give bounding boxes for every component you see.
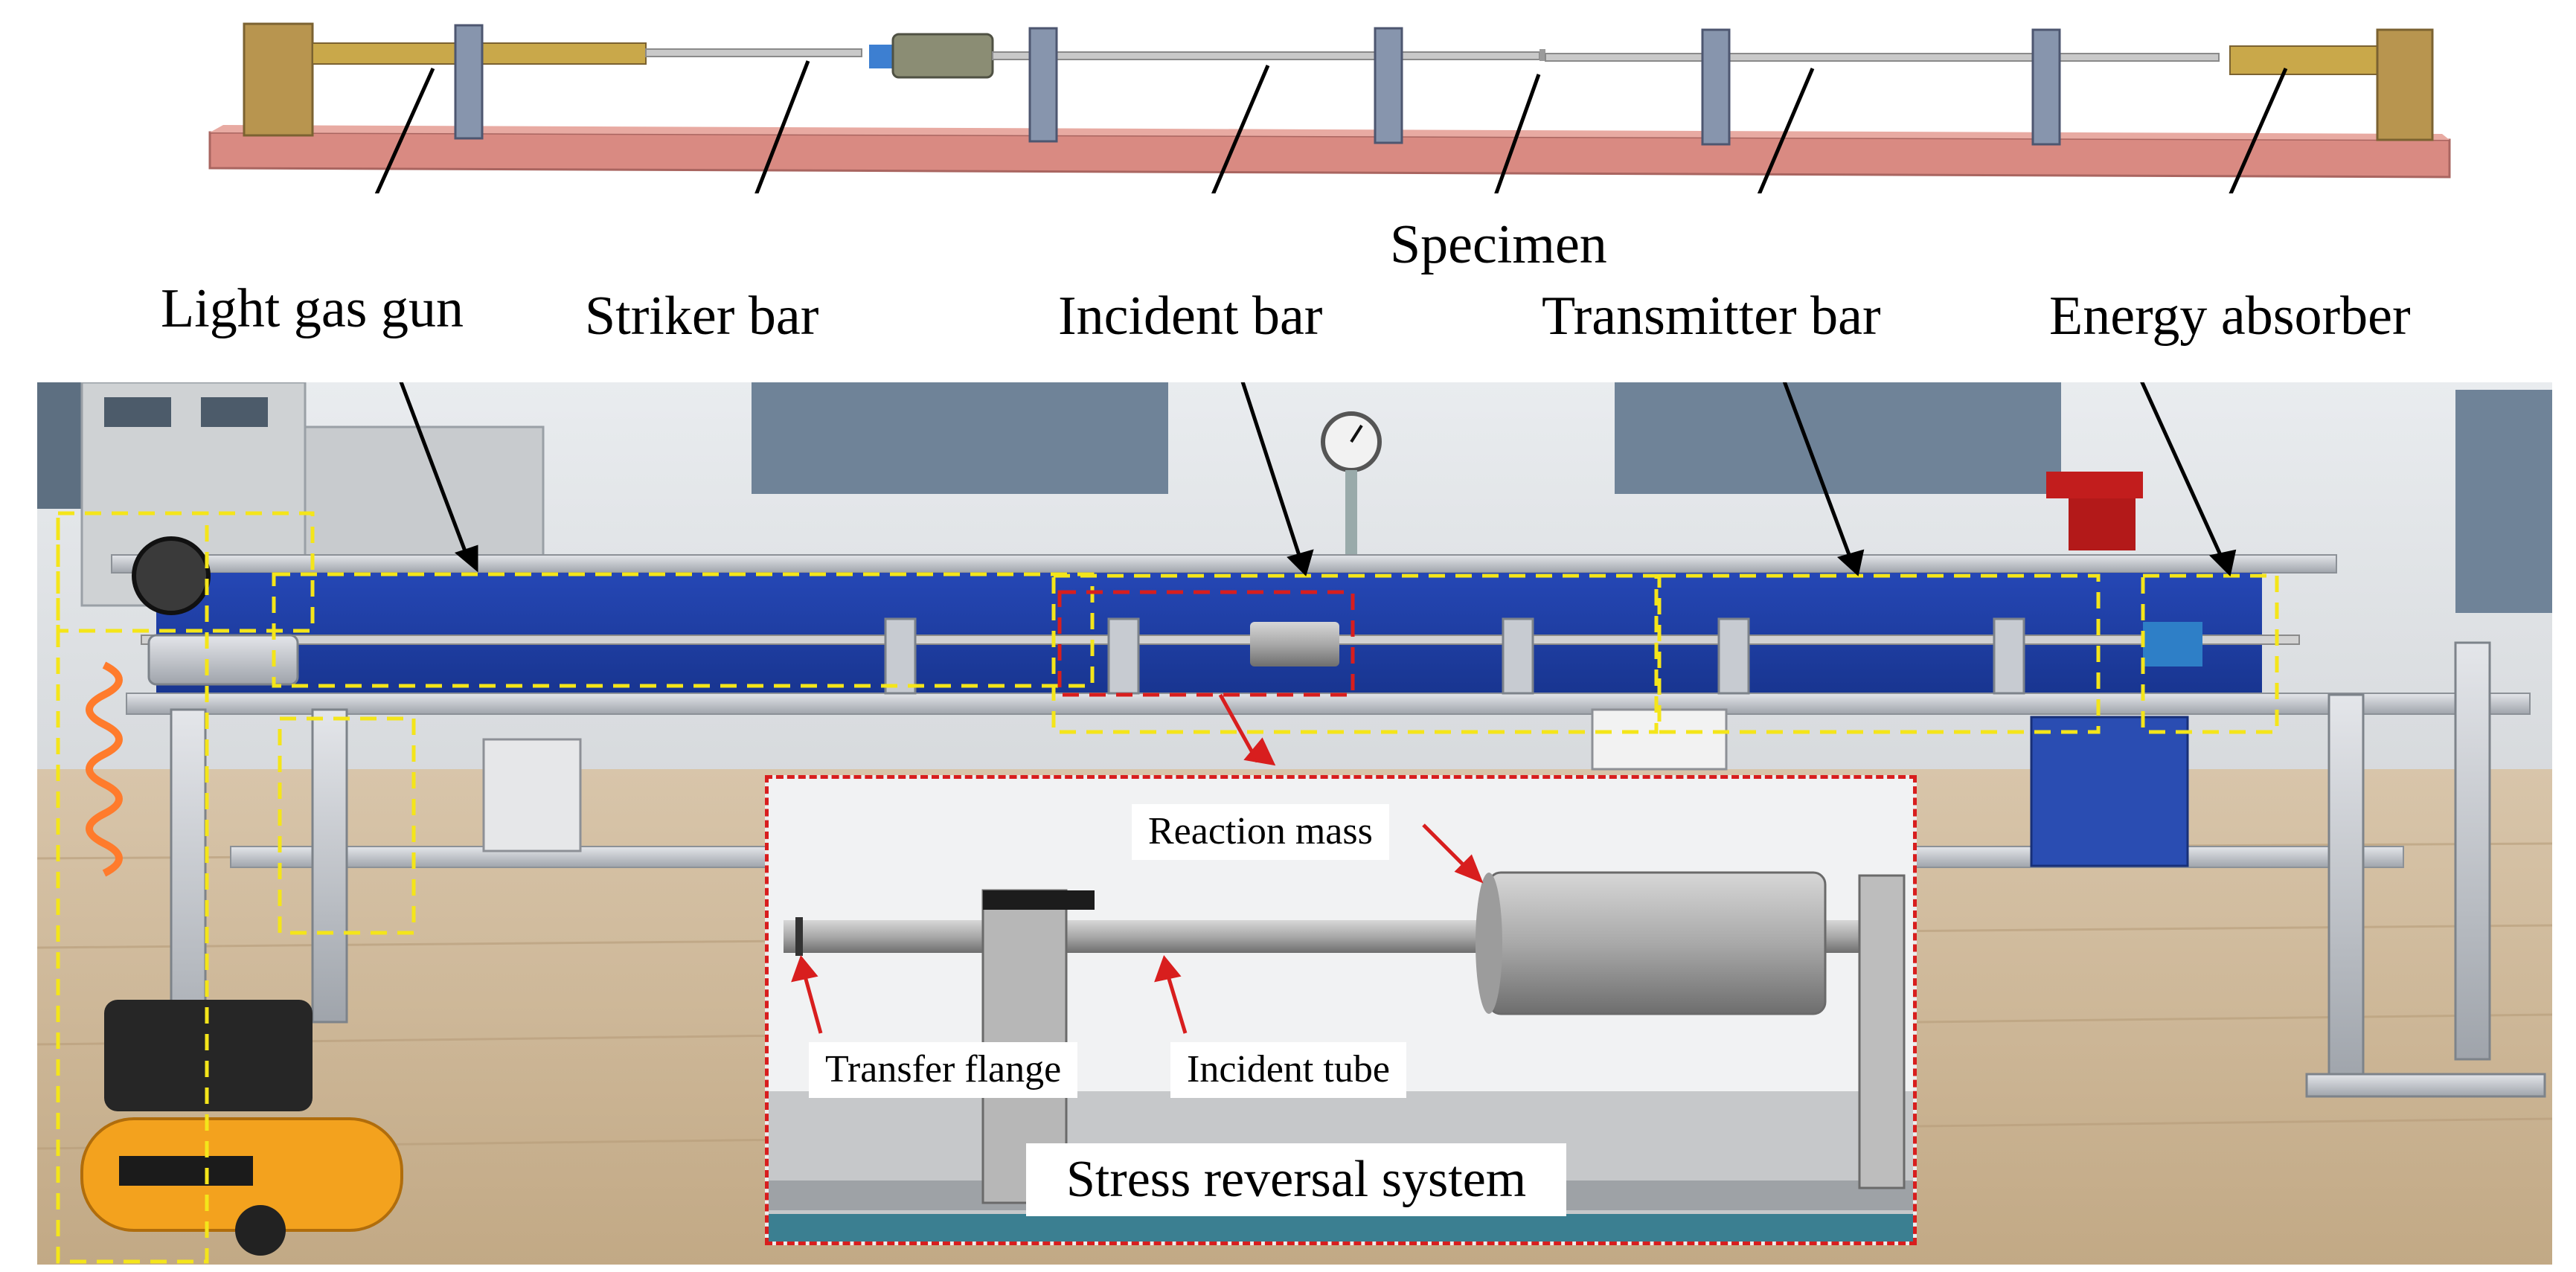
label-stress-reversal-system: Stress reversal system (1026, 1143, 1567, 1216)
air-compressor (80, 1000, 403, 1256)
coil-hose (86, 661, 123, 877)
specimen-shape (1539, 49, 1545, 61)
reaction-mass-shape (869, 33, 994, 79)
schematic-diagram (208, 22, 2451, 193)
energy-absorber-shape (2229, 28, 2434, 141)
light-gas-gun-shape (243, 22, 647, 137)
pressure-gauge (1321, 411, 1382, 559)
transmitter-bar-shape (1545, 53, 2220, 62)
label-striker-bar: Striker bar (585, 286, 819, 347)
label-specimen: Specimen (1390, 214, 1607, 275)
stress-reversal-inset: Reaction mass Transfer flange Incident t… (765, 775, 1917, 1245)
incident-bar-shape (992, 51, 1540, 60)
label-reaction-mass: Reaction mass (1132, 804, 1389, 860)
label-transfer-flange: Transfer flange (809, 1042, 1078, 1098)
base-rail (208, 125, 2451, 179)
inset-arrows (791, 823, 1484, 1034)
striker-bar-shape (645, 48, 862, 57)
label-transmitter-bar: Transmitter bar (1542, 286, 1881, 347)
photo-leader-lines (399, 382, 2237, 577)
right-frame (2305, 641, 2546, 1098)
windows (37, 382, 2552, 613)
schematic-leader-lines (374, 60, 2288, 193)
photo-supports (884, 617, 2025, 695)
label-energy-absorber: Energy absorber (2049, 286, 2411, 347)
bar-supports (454, 24, 2061, 146)
yellow-highlights (56, 511, 2279, 1264)
red-absorber-photo (2046, 472, 2143, 550)
label-incident-bar: Incident bar (1058, 286, 1323, 347)
label-incident-tube: Incident tube (1170, 1042, 1406, 1098)
label-light-gas-gun: Light gas gun (161, 278, 464, 339)
inset-arrow (1218, 693, 1276, 766)
